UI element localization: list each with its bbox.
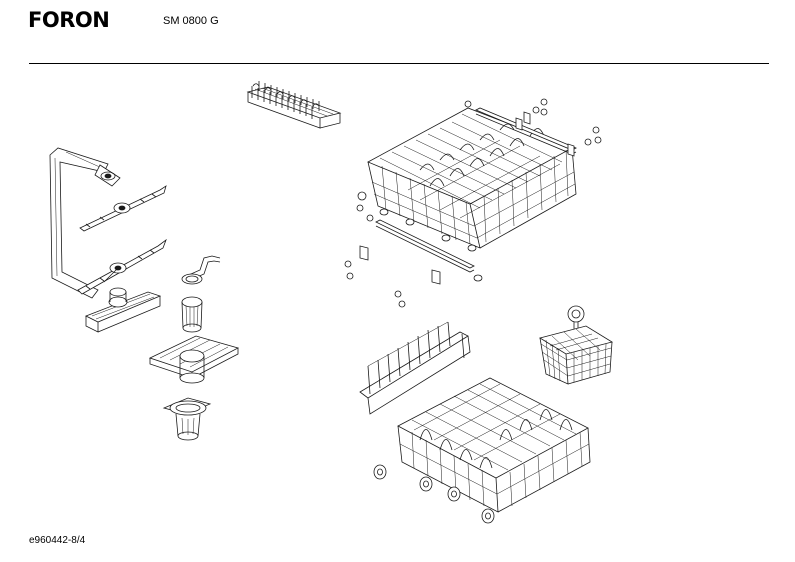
fine-filter-plate (85, 287, 162, 333)
rail-clip-set (344, 98, 602, 308)
upper-basket-rail-bottom (366, 214, 483, 282)
lower-spray-arm (77, 238, 167, 295)
cutlery-spike-insert (246, 81, 342, 129)
header-divider (29, 63, 769, 64)
coarse-filter-tray (148, 335, 240, 384)
plate-rack-insert (359, 321, 471, 415)
brand-logo: FORON (28, 8, 110, 32)
spray-arm-feed-pipe (49, 147, 121, 299)
cutlery-basket (538, 305, 614, 385)
filter-handle (181, 255, 221, 285)
filter-tube (181, 296, 203, 333)
filter-cup (162, 397, 212, 441)
lower-basket (397, 377, 591, 513)
model-number: SM 0800 G (163, 15, 219, 27)
document-code: e960442-8/4 (29, 535, 86, 546)
upper-spray-arm (79, 185, 167, 232)
lower-basket-wheels (373, 464, 495, 524)
